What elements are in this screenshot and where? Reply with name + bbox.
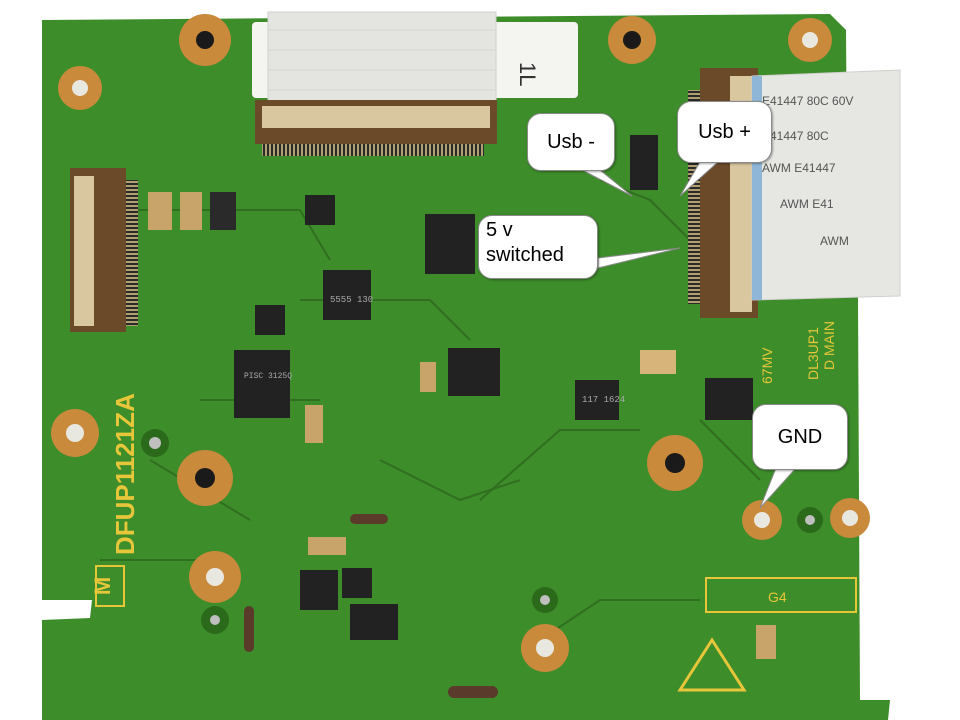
maker-logo-letter: M [90, 577, 115, 595]
chip-ic304-text: PISC 3125Q [244, 372, 292, 381]
callout-usb-plus-text: Usb + [698, 120, 751, 143]
ribbon-line-3: AWM E41447 [762, 161, 836, 175]
board-part-number: DFUP1121ZA [110, 393, 140, 555]
maker-logo-box [95, 565, 125, 607]
side-code-1: DL3UP1 [805, 327, 821, 380]
callout-usb-minus: Usb - [527, 113, 615, 171]
ribbon-blue-stripe [752, 76, 762, 300]
ribbon-line-4: AWM E41 [780, 197, 834, 211]
ribbon-line-5: AWM [820, 234, 849, 248]
side-code-2: D MAIN [821, 321, 837, 370]
callout-5v-line1: 5 v [486, 219, 513, 241]
grid-label: G4 [768, 589, 787, 605]
ic-chips: PISC 3125Q 5555 130 117 1624 [234, 135, 753, 640]
connector-cn102-pins [126, 180, 138, 326]
callout-5v-line2: switched [486, 244, 564, 266]
connector-cn103-latch [262, 106, 490, 128]
side-code-3: 67MV [759, 347, 775, 384]
connector-cn103-pins [262, 144, 484, 156]
pad-grid [705, 577, 857, 613]
callout-gnd: GND [752, 404, 848, 470]
mounting-holes [51, 14, 870, 672]
silkscreen-text: DFUP1121ZA M DL3UP1 D MAIN 67MV G4 [90, 321, 857, 692]
ribbon-line-1: E41447 80C 60V [762, 94, 853, 108]
callout-5v-switched: 5 v switched [478, 215, 598, 279]
ribbon-lines [268, 29, 496, 91]
right-ribbon-text: E41447 80C 60V E41447 80C AWM E41447 AWM… [762, 94, 853, 248]
esd-warning-symbol [677, 637, 747, 692]
callout-usb-plus: Usb + [677, 101, 772, 163]
callout-usb-minus-text: Usb - [547, 130, 595, 153]
passive-components [148, 192, 776, 698]
chip-ic200-text: 117 1624 [582, 395, 625, 405]
top-ribbon-cable [267, 11, 497, 105]
connector-cn102-latch [74, 176, 94, 326]
ribbon-line-2: E41447 80C [762, 129, 829, 143]
chip-ic203-text: 5555 130 [330, 295, 373, 305]
ribbon-top-text: 1L [515, 62, 540, 86]
callout-gnd-text: GND [777, 425, 823, 448]
